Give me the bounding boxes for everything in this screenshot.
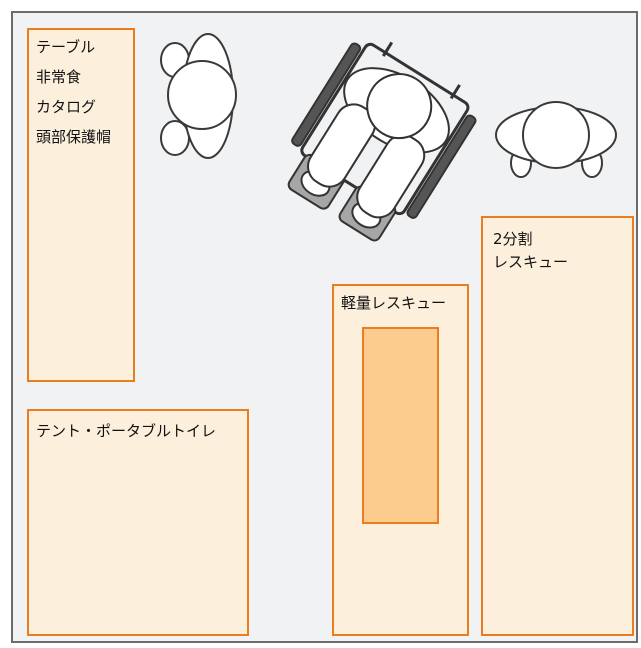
split-rescue-area xyxy=(481,216,634,636)
tent-toilet-area xyxy=(27,409,249,636)
person-icon xyxy=(495,101,617,178)
wheelchair-user-icon xyxy=(287,41,477,242)
split-rescue-label-2: レスキュー xyxy=(493,253,569,271)
tent-toilet-label: テント・ポータブルトイレ xyxy=(36,422,217,440)
shelf-item-food: 非常食 xyxy=(36,68,82,86)
shelf-item-helmet: 頭部保護帽 xyxy=(36,128,112,146)
split-rescue-label-1: 2分割 xyxy=(493,230,533,248)
person-icon xyxy=(160,33,237,159)
light-rescue-stretcher xyxy=(362,327,439,524)
light-rescue-label: 軽量レスキュー xyxy=(341,294,447,312)
shelf-item-table: テーブル xyxy=(36,38,96,56)
shelf-item-catalog: カタログ xyxy=(36,98,97,116)
shelf-left xyxy=(27,28,135,382)
